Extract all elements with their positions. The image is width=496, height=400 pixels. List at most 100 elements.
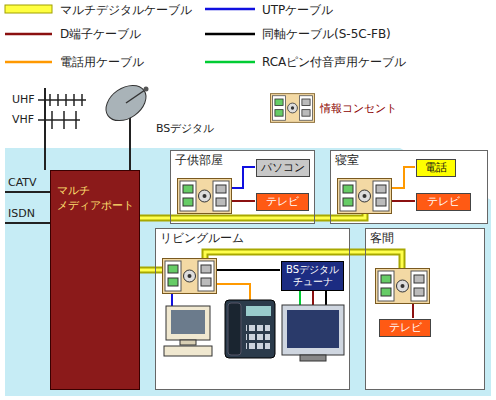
telephone-icon	[228, 303, 241, 355]
box-label: テレビ	[384, 321, 426, 335]
legend-text: 同軸ケーブル(S-5C-FB)	[262, 27, 391, 42]
satellite-dish	[99, 78, 152, 170]
legend-samples	[270, 94, 314, 123]
cable-core	[140, 217, 170, 220]
multi-digital-cable	[365, 252, 402, 268]
legend-samples	[5, 33, 52, 36]
legend-samples	[5, 5, 52, 13]
legend-text: UTPケーブル	[262, 3, 333, 18]
box-label: パソコン	[261, 161, 305, 175]
signal-label: ISDN	[8, 207, 35, 221]
multi-digital-cable	[155, 267, 162, 274]
device-box: テレビ	[416, 193, 471, 211]
computer-icon	[171, 310, 205, 334]
room-fill	[365, 228, 485, 390]
legend-text: D端子ケーブル	[60, 27, 141, 42]
tv-icon	[287, 310, 339, 348]
antenna	[38, 88, 86, 170]
antenna	[49, 94, 51, 106]
room-heading: 客間	[366, 229, 484, 248]
legend-samples	[205, 61, 255, 64]
box-label: 電話	[421, 161, 451, 175]
information-outlet	[338, 179, 392, 214]
legend-text: 電話用ケーブル	[60, 55, 144, 70]
rca-audio-cable	[299, 290, 301, 305]
input-line	[5, 192, 50, 223]
multi-digital-cable	[170, 217, 315, 220]
box-label: テレビ	[261, 195, 304, 209]
satellite-dish	[99, 78, 152, 128]
antenna	[57, 94, 59, 106]
tv-icon	[300, 355, 326, 361]
legend-text: 情報コンセント	[320, 101, 397, 116]
signal-label: BSデジタル	[156, 122, 214, 136]
box-label: BSデジタル チューナ	[286, 264, 339, 288]
cable-core	[350, 251, 365, 254]
antenna	[38, 119, 80, 121]
room-fill	[155, 228, 350, 390]
signal-label: UHF	[12, 93, 35, 107]
antenna	[38, 99, 86, 101]
device-box: テレビ	[256, 193, 309, 211]
cable-connector	[140, 270, 155, 271]
signal-label: CATV	[8, 176, 37, 190]
multi-digital-cable	[205, 252, 350, 258]
device-box: 電話	[416, 159, 456, 177]
rca-audio-cable	[299, 290, 301, 305]
computer-icon	[180, 340, 196, 345]
room-heading: リビングルーム	[156, 229, 349, 248]
multi-digital-cable	[170, 215, 315, 222]
box-label: テレビ	[421, 195, 466, 209]
cable-connector	[140, 267, 155, 274]
telephone-icon	[246, 322, 270, 350]
antenna	[63, 111, 65, 129]
multi-digital-cable	[330, 214, 365, 218]
cable-connector	[140, 218, 170, 219]
legend-samples	[5, 61, 52, 64]
d-terminal-cable	[392, 200, 415, 202]
d-terminal-cable	[232, 200, 255, 202]
satellite-dish	[144, 87, 149, 92]
phone-cable	[217, 284, 250, 300]
cable-connector	[315, 218, 330, 219]
room-box: 客間テレビ	[365, 228, 485, 390]
computer-icon	[164, 306, 212, 356]
legend-text: RCAピン付音声用ケーブル	[262, 55, 406, 70]
input-line	[5, 191, 50, 193]
room-fill	[170, 150, 315, 224]
signal-label: VHF	[12, 113, 34, 127]
multi-digital-cable	[155, 269, 162, 272]
computer-icon	[164, 346, 212, 356]
room-box: 寝室電話テレビ	[330, 150, 488, 224]
coax-cable	[217, 269, 280, 271]
coax-cable	[325, 290, 327, 305]
cable-connector	[140, 215, 170, 222]
room-heading: 寝室	[331, 151, 487, 170]
room-box: 子供部屋パソコンテレビ	[170, 150, 315, 224]
input-line	[5, 222, 50, 224]
utp-cable	[232, 167, 255, 188]
d-terminal-cable	[412, 304, 414, 318]
box-label: マルチ メディアポート	[51, 171, 139, 213]
house-outline	[5, 148, 491, 396]
utp-cable	[171, 294, 173, 306]
media-port: マルチ メディアポート	[50, 170, 140, 390]
computer-icon	[166, 306, 210, 340]
information-outlet	[178, 179, 232, 214]
antenna	[65, 94, 67, 106]
cable-core	[140, 269, 155, 272]
room-fill	[330, 150, 488, 224]
antenna	[73, 94, 75, 106]
phone-cable	[392, 167, 415, 188]
device-box: パソコン	[256, 159, 310, 177]
multi-digital-cable	[365, 252, 402, 268]
legend-samples	[205, 33, 255, 36]
cable-core	[315, 217, 330, 220]
telephone-icon	[225, 300, 275, 358]
multi-digital-cable	[205, 252, 350, 258]
room-box: リビングルーム BSデジタル チューナ	[155, 228, 350, 390]
cable-connector	[350, 249, 365, 256]
cable-connector	[350, 252, 365, 253]
multi-digital-cable	[330, 214, 365, 218]
tv-icon	[282, 305, 344, 361]
